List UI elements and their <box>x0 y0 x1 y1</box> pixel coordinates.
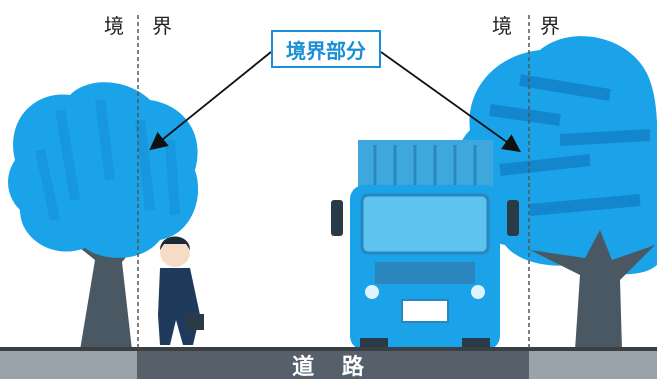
ground-line <box>0 347 657 351</box>
truck <box>331 140 519 350</box>
left-boundary-char1: 境 <box>104 14 124 38</box>
left-boundary-char2: 界 <box>152 14 172 38</box>
boundary-part-label: 境界部分 <box>271 30 381 68</box>
arrow-left <box>149 51 272 151</box>
businessman <box>158 236 204 345</box>
left-tree-trunk-front <box>88 260 126 350</box>
roadside-left <box>0 351 137 379</box>
roadside-right <box>529 351 657 379</box>
truck-windshield <box>360 193 490 255</box>
truck-headlight-right <box>471 285 485 299</box>
road-label: 道 路 <box>292 354 374 380</box>
right-boundary-char1: 境 <box>492 14 512 38</box>
truck-headlight-left <box>365 285 379 299</box>
person-briefcase <box>186 314 204 330</box>
person-body <box>158 268 200 345</box>
truck-mirror-right <box>507 200 519 236</box>
truck-mirror-left <box>331 200 343 236</box>
truck-cargo <box>358 140 493 190</box>
right-tree-trunk <box>530 230 655 350</box>
truck-plate <box>401 299 449 323</box>
arrow-right <box>380 51 521 153</box>
right-boundary-char2: 界 <box>540 14 560 38</box>
truck-grille <box>375 262 475 284</box>
left-tree <box>8 82 199 350</box>
right-tree <box>454 36 657 350</box>
road-surface <box>137 351 529 379</box>
person-hair <box>160 236 190 250</box>
person-head <box>160 237 190 267</box>
